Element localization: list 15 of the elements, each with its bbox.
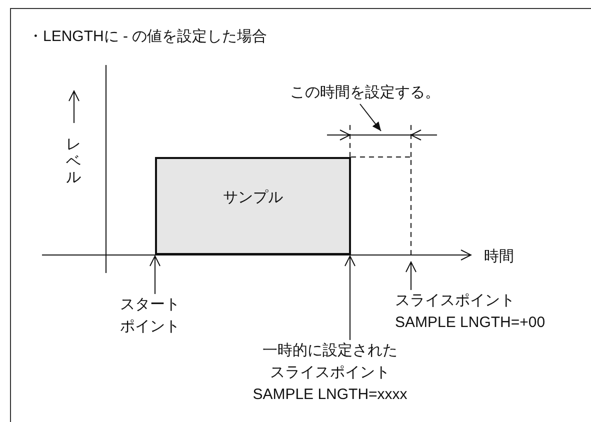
parameter-text: SAMPLE LNGTH=xxxx [252, 385, 408, 405]
annotation-text: スタートポイント [120, 295, 181, 337]
sample-box [155, 157, 351, 255]
annotation-text: 一時的に設定されたスライスポイント [262, 341, 398, 383]
axis-label: レベル [66, 137, 81, 186]
leader-line [360, 104, 382, 132]
arrow [406, 262, 416, 290]
axis-label: 時間 [484, 247, 514, 267]
parameter-text: SAMPLE LNGTH=+00 [395, 313, 546, 333]
annotation-text: スライスポイント [395, 291, 515, 311]
arrow [150, 256, 160, 294]
annotation-text: この時間を設定する。 [290, 83, 440, 103]
box-label: サンプル [223, 188, 283, 208]
arrow [344, 256, 356, 340]
title: ・LENGTHに - の値を設定した場合 [28, 27, 268, 47]
